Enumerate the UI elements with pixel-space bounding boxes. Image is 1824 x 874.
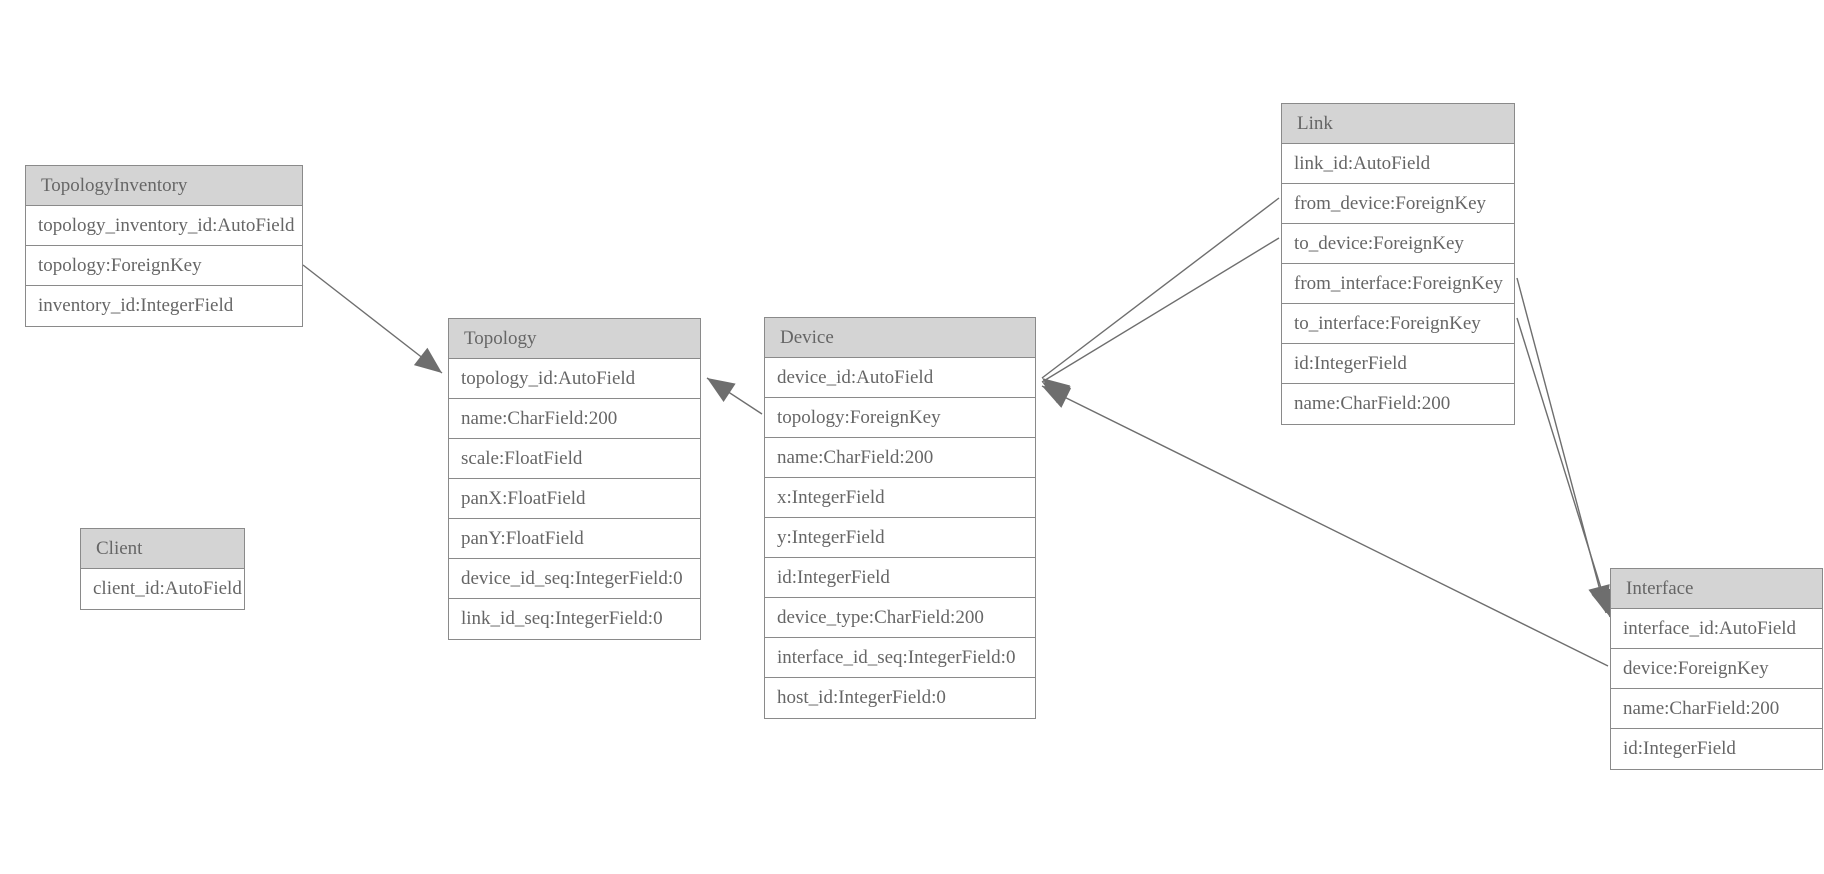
entity-field-row[interactable]: link_id_seq:IntegerField:0: [449, 599, 700, 639]
entity-field-row[interactable]: interface_id:AutoField: [1611, 609, 1822, 649]
entity-field-row[interactable]: client_id:AutoField: [81, 569, 244, 609]
entity-field-row[interactable]: to_interface:ForeignKey: [1282, 304, 1514, 344]
relationship-rel-link-to-device: [1041, 237, 1280, 406]
entity-field-row[interactable]: scale:FloatField: [449, 439, 700, 479]
relationship-rel-link-from-interface: [1516, 277, 1610, 614]
entity-field-row[interactable]: y:IntegerField: [765, 518, 1035, 558]
entity-field-row[interactable]: topology:ForeignKey: [765, 398, 1035, 438]
entity-title-topology_inventory: TopologyInventory: [26, 166, 302, 206]
entity-field-row[interactable]: device_type:CharField:200: [765, 598, 1035, 638]
entity-field-row[interactable]: topology_id:AutoField: [449, 359, 700, 399]
relationship-arrowhead: [707, 378, 736, 402]
relationship-arrowhead: [413, 347, 442, 373]
entity-field-row[interactable]: id:IntegerField: [765, 558, 1035, 598]
relationship-line: [1041, 237, 1280, 383]
relationship-line: [1041, 385, 1609, 667]
entity-field-row[interactable]: name:CharField:200: [1282, 384, 1514, 424]
relationship-arrowhead: [1042, 378, 1071, 404]
entity-title-client: Client: [81, 529, 244, 569]
entity-field-row[interactable]: interface_id_seq:IntegerField:0: [765, 638, 1035, 678]
entity-field-row[interactable]: name:CharField:200: [449, 399, 700, 439]
relationship-rel-link-from-device: [1041, 197, 1280, 404]
relationship-rel-topologyinventory-topology: [302, 264, 443, 374]
entity-field-row[interactable]: device_id:AutoField: [765, 358, 1035, 398]
entity-field-row[interactable]: topology:ForeignKey: [26, 246, 302, 286]
entity-field-row[interactable]: to_device:ForeignKey: [1282, 224, 1514, 264]
relationship-line: [706, 377, 763, 415]
relationship-line: [302, 264, 443, 374]
entity-title-interface: Interface: [1611, 569, 1822, 609]
relationship-line: [1516, 317, 1611, 618]
entity-field-row[interactable]: from_device:ForeignKey: [1282, 184, 1514, 224]
entity-field-row[interactable]: from_interface:ForeignKey: [1282, 264, 1514, 304]
relationship-arrowhead: [1588, 584, 1610, 613]
entity-field-row[interactable]: id:IntegerField: [1282, 344, 1514, 384]
relationship-arrowhead: [1042, 382, 1071, 406]
entity-field-row[interactable]: device_id_seq:IntegerField:0: [449, 559, 700, 599]
entity-title-device: Device: [765, 318, 1035, 358]
entity-field-row[interactable]: name:CharField:200: [765, 438, 1035, 478]
relationship-rel-interface-device: [1041, 385, 1609, 667]
entity-field-row[interactable]: id:IntegerField: [1611, 729, 1822, 769]
entity-field-row[interactable]: device:ForeignKey: [1611, 649, 1822, 689]
entity-field-row[interactable]: x:IntegerField: [765, 478, 1035, 518]
relationship-rel-link-to-interface: [1516, 317, 1613, 618]
entity-field-row[interactable]: name:CharField:200: [1611, 689, 1822, 729]
relationship-line: [1516, 277, 1607, 614]
relationship-arrowhead: [1042, 386, 1072, 408]
relationship-rel-device-topology: [706, 377, 763, 415]
entity-title-topology: Topology: [449, 319, 700, 359]
entity-field-row[interactable]: inventory_id:IntegerField: [26, 286, 302, 326]
entity-field-row[interactable]: topology_inventory_id:AutoField: [26, 206, 302, 246]
entity-field-row[interactable]: panY:FloatField: [449, 519, 700, 559]
entity-field-row[interactable]: link_id:AutoField: [1282, 144, 1514, 184]
entity-title-link: Link: [1282, 104, 1514, 144]
relationship-line: [1041, 197, 1280, 379]
entity-field-row[interactable]: host_id:IntegerField:0: [765, 678, 1035, 718]
entity-field-row[interactable]: panX:FloatField: [449, 479, 700, 519]
